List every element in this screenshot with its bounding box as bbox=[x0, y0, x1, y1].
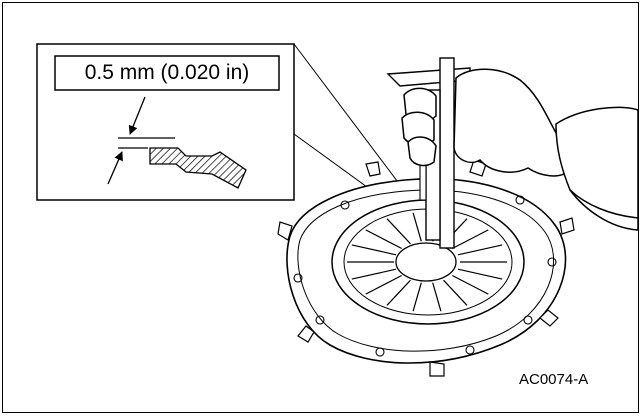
lower-arrow-icon bbox=[107, 151, 123, 185]
finger-cross-section bbox=[149, 147, 247, 189]
detail-inset bbox=[36, 43, 295, 201]
finger-slot bbox=[432, 282, 442, 312]
finger-slot bbox=[386, 218, 411, 245]
pressure-plate-assembly bbox=[277, 159, 575, 377]
upper-arrow-icon bbox=[128, 96, 146, 135]
finger-slot bbox=[351, 268, 397, 280]
finger-slot bbox=[351, 244, 397, 256]
hand-and-sleeve bbox=[401, 68, 639, 231]
measurement-label: 0.5 mm (0.020 in) bbox=[84, 61, 250, 84]
diaphragm-fingers bbox=[347, 212, 507, 312]
finger-slot bbox=[386, 279, 411, 306]
finger-slot bbox=[452, 229, 489, 250]
measurement-label-box bbox=[54, 55, 280, 91]
finger-slot bbox=[365, 274, 402, 295]
finger-slot bbox=[412, 282, 422, 312]
finger-slot bbox=[412, 212, 422, 242]
finger-slot bbox=[457, 268, 503, 280]
finger-slot bbox=[457, 244, 503, 256]
finger-slot bbox=[365, 229, 402, 250]
finger-slot bbox=[452, 274, 489, 295]
finger-slot bbox=[443, 279, 468, 306]
figure-code: AC0074-A bbox=[519, 371, 589, 388]
